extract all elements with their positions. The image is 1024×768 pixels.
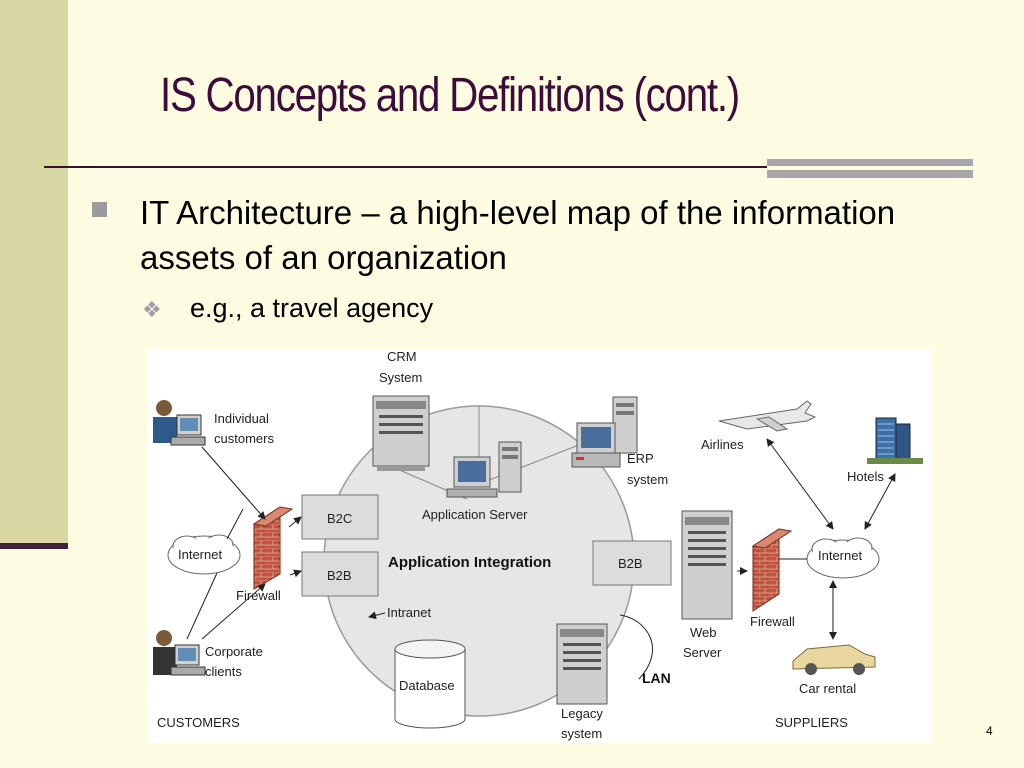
- corporate-label: Corporate: [205, 644, 263, 659]
- app-integration-label: Application Integration: [388, 554, 551, 571]
- sidebar-accent-bar: [0, 543, 68, 549]
- car-rental-label: Car rental: [799, 681, 856, 696]
- customers-label: CUSTOMERS: [157, 715, 240, 730]
- app-server-label: Application Server: [422, 507, 528, 522]
- web-server-label: Server: [683, 645, 722, 660]
- b2c-box: [301, 494, 379, 540]
- diagram-svg: CRM System Individual customers Corporat…: [153, 349, 923, 741]
- corporate-client-icon: [153, 630, 206, 676]
- hotel-icon: [867, 417, 923, 464]
- web-server-icon: [681, 510, 733, 620]
- b2b-right-box: [592, 540, 672, 586]
- crm-label: CRM: [387, 349, 417, 364]
- slide-title: IS Concepts and Definitions (cont.): [160, 69, 740, 122]
- application-server-icon: [446, 441, 522, 498]
- erp-system-label: system: [627, 472, 668, 487]
- b2b-right-label: B2B: [618, 556, 643, 571]
- title-rule-accent: [767, 159, 973, 166]
- b2b-left-box: [301, 551, 379, 597]
- b2c-label: B2C: [327, 511, 352, 526]
- airplane-icon: [718, 400, 817, 432]
- database-icon: [394, 639, 466, 729]
- it-architecture-diagram: CRM System Individual customers Corporat…: [147, 349, 931, 743]
- sub-bullet-text: e.g., a travel agency: [190, 293, 434, 323]
- suppliers-label: SUPPLIERS: [775, 715, 848, 730]
- individual-label: Individual: [214, 411, 269, 426]
- individual-customers-label: customers: [214, 431, 274, 446]
- hotels-label: Hotels: [847, 469, 884, 484]
- database-label: Database: [399, 678, 455, 693]
- firewall-left-icon: [252, 506, 294, 590]
- legacy-system-label: system: [561, 726, 602, 741]
- intranet-label: Intranet: [387, 605, 431, 620]
- legacy-label: Legacy: [561, 706, 603, 721]
- erp-system-icon: [571, 396, 638, 468]
- lan-curve: [619, 614, 653, 680]
- b2b-left-label: B2B: [327, 568, 352, 583]
- firewall-right-icon: [751, 528, 793, 612]
- lan-label: LAN: [642, 670, 671, 686]
- internet-right-label: Internet: [818, 548, 862, 563]
- airlines-label: Airlines: [701, 437, 744, 452]
- bullet-text: IT Architecture – a high-level map of th…: [140, 194, 896, 276]
- legacy-system-icon: [556, 623, 608, 705]
- slide-sidebar: [0, 0, 68, 548]
- car-icon: [792, 644, 876, 675]
- diamond-bullet-icon: ❖: [142, 297, 162, 322]
- individual-customer-icon: [153, 400, 206, 446]
- title-rule: [44, 166, 767, 168]
- title-rule-accent-lower: [767, 170, 973, 178]
- erp-label: ERP: [627, 451, 654, 466]
- crm-server-icon: [372, 395, 430, 471]
- internet-cloud-right-icon: [806, 537, 880, 579]
- internet-left-label: Internet: [178, 547, 222, 562]
- bullet-square-icon: [92, 202, 107, 217]
- corporate-clients-label: clients: [205, 664, 242, 679]
- internet-cloud-left-icon: [167, 534, 241, 575]
- firewall-right-label: Firewall: [750, 614, 795, 629]
- crm-system-label: System: [379, 370, 422, 385]
- web-label: Web: [690, 625, 717, 640]
- slide-number: 4: [986, 724, 993, 738]
